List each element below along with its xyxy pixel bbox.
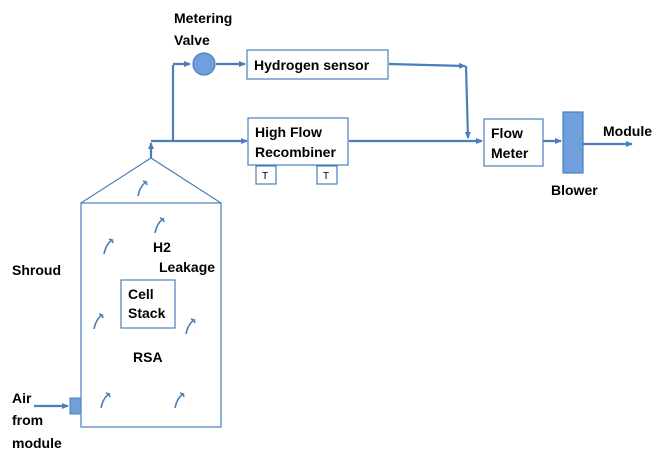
- curved-arrow-icon: [174, 392, 185, 409]
- air-label-line3: module: [12, 435, 62, 451]
- flow-meter-box: [483, 118, 544, 167]
- curved-arrow-icon: [185, 318, 196, 335]
- metering-valve-label-line2: Valve: [174, 32, 210, 48]
- leak-wisps: [93, 180, 196, 409]
- curved-arrow-icon: [100, 392, 111, 409]
- shroud-label: Shroud: [12, 262, 61, 278]
- recombiner-label-line2: Recombiner: [255, 144, 336, 160]
- module-outlet-label: Module: [603, 123, 652, 139]
- flow-meter-label-line1: Flow: [491, 125, 523, 141]
- curved-arrow-icon: [103, 238, 114, 255]
- hydrogen-sensor-label: Hydrogen sensor: [254, 57, 370, 73]
- cell-stack-label-line2: Stack: [128, 305, 166, 321]
- cell-stack-box: [120, 279, 176, 329]
- sensor-outlet-flow: [388, 62, 466, 69]
- blower-label: Blower: [551, 182, 598, 198]
- temp-sensor-outlet: [316, 165, 338, 185]
- flow-meter-label-line2: Meter: [491, 145, 529, 161]
- air-label-line2: from: [12, 412, 43, 428]
- curved-arrow-icon: [93, 313, 104, 330]
- curved-arrow-icon: [154, 217, 165, 234]
- temp-sensor-inlet: [255, 165, 277, 185]
- metering-valve-icon: [192, 52, 216, 76]
- blower-icon: [562, 111, 584, 174]
- air-label-line1: Air: [12, 390, 32, 406]
- h2-leakage-label-line2: Leakage: [159, 259, 215, 275]
- h2-leakage-label-line1: H2: [153, 239, 171, 255]
- recombiner-box: [247, 117, 349, 166]
- curved-arrow-icon: [137, 180, 148, 197]
- rsa-label: RSA: [133, 349, 163, 365]
- shroud-roof: [80, 157, 222, 204]
- sensor-return-flow: [464, 65, 471, 139]
- temp-sensor-outlet-label: T: [323, 171, 329, 182]
- temp-sensor-inlet-label: T: [262, 171, 268, 182]
- recombiner-label-line1: High Flow: [255, 124, 322, 140]
- hydrogen-sensor-box: [246, 49, 389, 80]
- metering-valve-label-line1: Metering: [174, 10, 232, 26]
- air-inlet-port: [69, 397, 82, 415]
- cell-stack-label-line1: Cell: [128, 286, 154, 302]
